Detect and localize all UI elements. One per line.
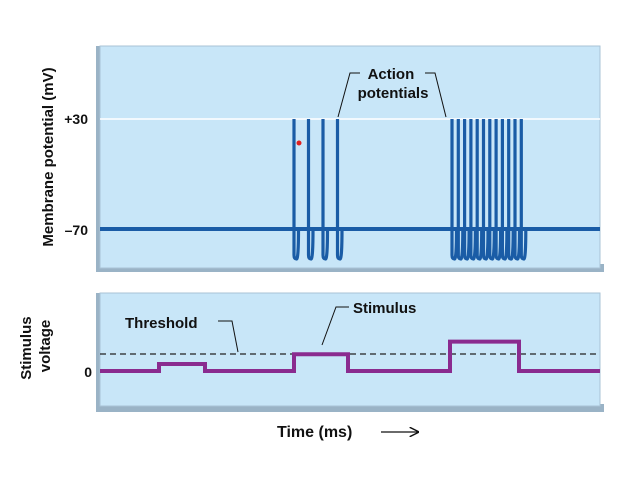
marker-dot <box>296 140 302 146</box>
action-potential-spike <box>335 119 344 261</box>
membrane-panel: Action potentials +30 –70 Membrane poten… <box>40 45 604 272</box>
stimulus-trace <box>100 339 600 373</box>
x-axis: Time (ms) <box>277 424 418 441</box>
action-potential-spike <box>321 119 330 261</box>
action-potential-spike <box>469 119 477 261</box>
action-potentials-callout: Action potentials <box>337 66 447 118</box>
action-potential-spike <box>292 119 301 261</box>
action-potential-spike <box>456 119 465 261</box>
membrane-y-axis-label: Membrane potential (mV) <box>40 67 57 246</box>
action-potential-spike <box>507 119 515 261</box>
action-potential-spike <box>494 119 503 261</box>
threshold-pointer <box>218 320 239 353</box>
action-potential-spike <box>500 119 509 261</box>
x-axis-label: Time (ms) <box>277 424 352 441</box>
action-potential-spike <box>481 119 490 261</box>
action-potential-spike <box>513 119 522 261</box>
stimulus-panel: Threshold Stimulus 0 Stimulus voltage <box>18 292 604 412</box>
stimulus-y-axis-label: Stimulus voltage <box>18 312 54 380</box>
action-potential-spike <box>306 119 315 261</box>
ap-pointer-left <box>337 72 360 118</box>
stimulus-pointer <box>321 306 349 346</box>
action-potential-spike <box>450 119 459 261</box>
tick-label-minus70: –70 <box>65 222 89 238</box>
tick-label-zero: 0 <box>84 364 92 380</box>
bottom-panel-depth-bottom <box>96 404 604 412</box>
ap-pointer-right <box>425 72 447 118</box>
stimulus-label: Stimulus <box>353 300 416 317</box>
action-potential-spike <box>463 119 471 261</box>
action-potential-spike <box>519 119 528 261</box>
action-potentials-label: Action potentials <box>358 66 429 102</box>
action-potential-spike <box>475 119 484 261</box>
threshold-label: Threshold <box>125 315 198 332</box>
membrane-trace <box>100 119 600 261</box>
action-potential-spike <box>488 119 496 261</box>
bottom-panel-bg <box>99 292 601 407</box>
tick-label-plus30: +30 <box>64 111 88 127</box>
